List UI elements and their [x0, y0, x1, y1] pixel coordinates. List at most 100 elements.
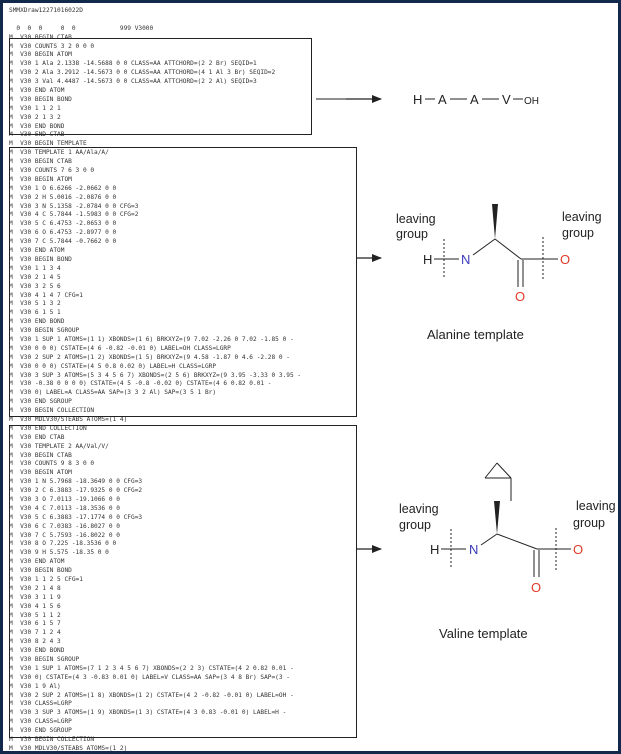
molfile-line: M V30 END SGROUP: [9, 727, 72, 735]
alanine-leaving-right-2: group: [562, 226, 594, 240]
molfile-line: M V30 1 SUP 1 ATOMS=(7 1 2 3 4 5 6 7) XB…: [9, 664, 294, 672]
valine-o-carbonyl: O: [531, 580, 541, 595]
peptide-ala-2: A: [470, 92, 479, 107]
valine-leaving-left-1: leaving: [399, 502, 439, 516]
valine-caption: Valine template: [439, 626, 528, 641]
molfile-line: M V30 3 SUP 3 ATOMS=(5 3 4 5 6 7) XBONDS…: [9, 371, 302, 379]
molfile-line: M V30 4 C 7.0113 -18.3536 0 0: [9, 504, 120, 512]
figure-panel: SMMXDraw12271016022D 0 0 0 0 0 999 V3000…: [3, 3, 618, 751]
valine-bond-ca-c: [496, 533, 538, 550]
molfile-line: M V30 8 O 7.225 -18.3536 0 0: [9, 540, 117, 548]
molfile-line: M V30 TEMPLATE 2 AA/Val/V/: [9, 442, 109, 450]
alanine-leaving-right-1: leaving: [562, 210, 602, 224]
molfile-line: M V30 2 Ala 3.2912 -14.5673 0 0 CLASS=AA…: [9, 69, 276, 77]
molfile-listing: SMMXDraw12271016022D 0 0 0 0 0 999 V3000…: [9, 7, 301, 751]
molfile-line: M V30 1 1 2 5 CFG=1: [9, 576, 83, 583]
molfile-line: M V30 4 1 4 7 CFG=1: [9, 291, 83, 299]
molfile-line: M V30 END ATOM: [9, 247, 65, 255]
molfile-line: M V30 0) LABEL=A CLASS=AA SAP=(3 3 2 Al)…: [9, 389, 217, 397]
molfile-line: M V30 -0.38 0 0 0 0) CSTATE=(4 5 -0.8 -0…: [9, 380, 272, 388]
molfile-line: M V30 BEGIN COLLECTION: [9, 407, 95, 415]
molfile-line: M V30 2 SUP 2 ATOMS=(1 2) XBONDS=(1 5) B…: [9, 353, 290, 361]
molfile-line: M V30 BEGIN CTAB: [9, 451, 72, 459]
molfile-line: M V30 6 1 5 7: [9, 620, 61, 628]
alanine-template-box: [9, 147, 357, 417]
molfile-line: M V30 1 1 3 4: [9, 264, 61, 272]
valine-methyl-left: [484, 462, 498, 479]
alanine-o-carbonyl: O: [515, 289, 525, 304]
valine-structure: leaving group leaving group H N O O Vali…: [399, 462, 616, 641]
molfile-line: M V30 END SGROUP: [9, 398, 72, 406]
molfile-line: M V30 3 SUP 3 ATOMS=(1 9) XBONDS=(1 3) C…: [9, 709, 287, 717]
molfile-line: M V30 1 1 2 1: [9, 104, 61, 112]
alanine-methyl-wedge: [492, 204, 498, 239]
molfile-line: M V30 5 C 6.3883 -17.1774 0 0 CFG=3: [9, 513, 143, 521]
molfile-line: M V30 4 1 5 6: [9, 602, 61, 610]
molfile-line: M V30 MDLV30/STEABS ATOMS=(1 2): [9, 744, 128, 751]
structure-diagrams: H A A V OH leaving group leaving group H…: [316, 92, 616, 641]
molfile-line: M V30 3 N 5.1358 -2.0784 0 0 CFG=3: [9, 202, 139, 210]
molfile-line: M V30 4 C 5.7844 -1.5983 0 0 CFG=2: [9, 211, 139, 219]
molfile-line: M V30 0 0 0) CSTATE=(4 6 -0.82 -0.01 0) …: [9, 344, 231, 352]
molfile-line: M V30 BEGIN CTAB: [9, 33, 72, 41]
molfile-line: M V30 3 2 5 6: [9, 282, 61, 290]
molfile-line: M V30 2 SUP 2 ATOMS=(1 8) XBONDS=(1 2) C…: [9, 691, 294, 699]
molfile-line: M V30 BEGIN BOND: [9, 255, 72, 263]
molfile-line: M V30 6 O 6.4753 -2.8977 0 0: [9, 229, 117, 237]
molfile-line: M V30 BEGIN CTAB: [9, 158, 72, 166]
molfile-line: M V30 9 H 5.575 -18.35 0 0: [9, 549, 109, 557]
molfile-line: M V30 CLASS=LGRP: [9, 700, 72, 708]
molfile-line: M V30 1 N 5.7968 -18.3649 0 0 CFG=3: [9, 478, 143, 486]
molfile-line: M V30 3 O 7.0113 -19.1066 0 0: [9, 495, 120, 503]
valine-side-wedge: [494, 501, 500, 534]
alanine-o-leaving: O: [560, 252, 570, 267]
molfile-line: M V30 BEGIN ATOM: [9, 51, 72, 59]
alanine-bond-n-ca: [472, 238, 496, 256]
molfile-line: M V30 6 1 5 1: [9, 309, 61, 317]
molfile-line: M V30 7 C 5.7844 -0.7662 0 0: [9, 238, 117, 246]
alanine-leaving-left-2: group: [396, 227, 428, 241]
molfile-line: M V30 BEGIN BOND: [9, 567, 72, 575]
molfile-line: M V30 0 0 0) CSTATE=(4 5 0.8 0.02 0) LAB…: [9, 362, 217, 370]
alanine-caption: Alanine template: [427, 327, 524, 342]
molfile-line: SMMXDraw12271016022D: [9, 7, 83, 14]
valine-bond-n-ca: [480, 533, 498, 546]
molfile-line: M V30 0) CSTATE=(4 3 -0.83 0.01 0) LABEL…: [9, 673, 290, 681]
molfile-line: M V30 TEMPLATE 1 AA/Ala/A/: [9, 149, 109, 157]
molfile-line: M V30 3 Val 4.4487 -14.5673 0 0 CLASS=AA…: [9, 78, 257, 86]
molfile-line: M V30 3 1 1 9: [9, 593, 61, 601]
molfile-line: M V30 BEGIN BOND: [9, 95, 72, 103]
molfile-line: 0 0 0 0 0 999 V3000: [9, 24, 154, 32]
molfile-line: M V30 7 1 2 4: [9, 629, 61, 637]
molfile-line: M V30 5 1 1 2: [9, 611, 61, 619]
molfile-line: M V30 BEGIN ATOM: [9, 469, 72, 477]
molfile-line: M V30 COUNTS 7 6 3 0 0: [9, 167, 95, 175]
molfile-line: M V30 CLASS=LGRP: [9, 718, 72, 726]
molfile-line: M V30 2 C 6.3883 -17.9325 0 0 CFG=2: [9, 487, 143, 495]
valine-leaving-right-1: leaving: [576, 499, 616, 513]
alanine-bond-ca-c: [494, 238, 522, 260]
alanine-n: N: [461, 252, 470, 267]
molfile-line: M V30 COUNTS 9 8 3 0 0: [9, 460, 95, 468]
valine-template-box: [9, 425, 357, 738]
molfile-line: M V30 1 Ala 2.1338 -14.5688 0 0 CLASS=AA…: [9, 60, 257, 68]
molfile-line: M V30 END BOND: [9, 647, 65, 655]
molfile-line: M V30 END ATOM: [9, 558, 65, 566]
molfile-line: M V30 COUNTS 3 2 0 0 0: [9, 42, 95, 50]
valine-h: H: [430, 542, 439, 557]
valine-o-leaving: O: [573, 542, 583, 557]
peptide-h: H: [413, 92, 422, 107]
peptide-sequence: H A A V OH: [413, 92, 539, 107]
molfile-line: M V30 BEGIN ATOM: [9, 175, 72, 183]
molfile-line: M V30 2 1 3 2: [9, 113, 61, 121]
molfile-line: M V30 6 C 7.0383 -16.8027 0 0: [9, 522, 120, 530]
peptide-oh: OH: [524, 96, 539, 107]
molfile-line: M V30 END ATOM: [9, 87, 65, 95]
molfile-line: M V30 5 1 3 2: [9, 300, 61, 308]
molfile-line: M V30 1 9 Al): [9, 682, 61, 690]
molfile-line: M V30 8 2 4 3: [9, 638, 61, 646]
molfile-line: M V30 5 C 6.4753 -2.0653 0 0: [9, 220, 117, 228]
molfile-line: M V30 1 O 6.6266 -2.0662 0 0: [9, 184, 117, 192]
peptide-val: V: [502, 92, 511, 107]
alanine-h: H: [423, 252, 432, 267]
